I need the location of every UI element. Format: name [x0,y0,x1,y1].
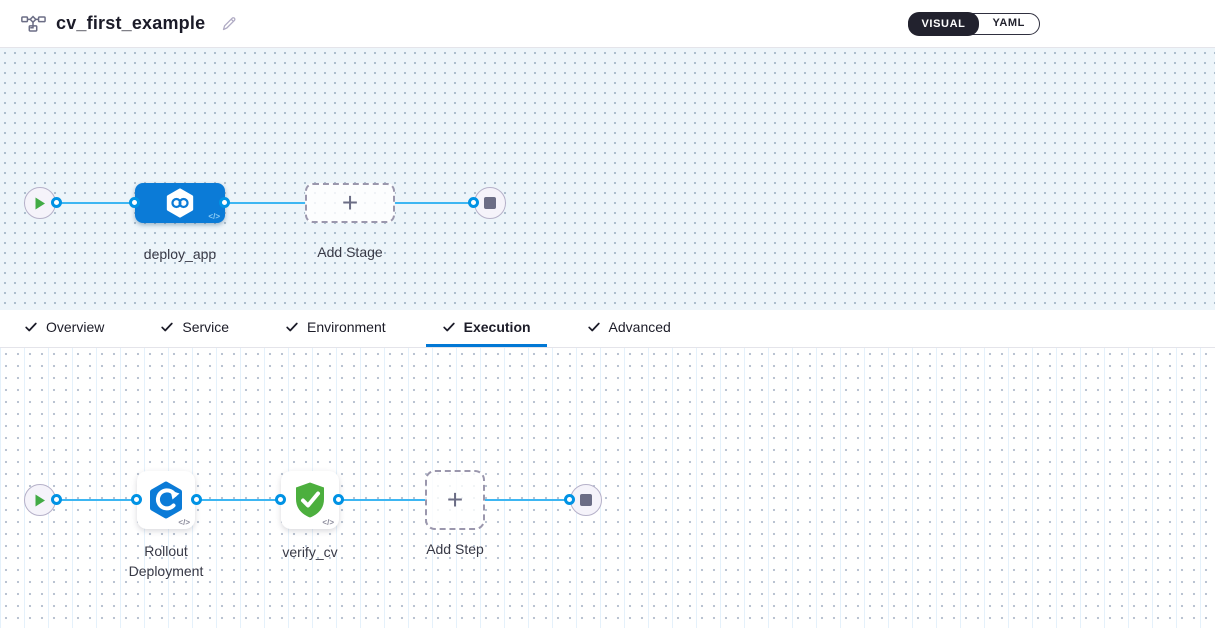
toggle-visual[interactable]: VISUAL [907,11,980,36]
step-label: Rollout Deployment [128,543,204,579]
toggle-yaml[interactable]: YAML [992,16,1025,29]
tab-execution[interactable]: Execution [425,310,547,347]
pipeline-end-node[interactable] [474,187,506,219]
connector-dot[interactable] [333,494,344,505]
execution-end-node[interactable] [570,484,602,516]
connector-dot[interactable] [468,197,479,208]
edit-pencil-icon[interactable] [221,15,238,32]
check-icon [587,320,601,334]
stop-icon [580,494,592,506]
connector-dot[interactable] [275,494,286,505]
visual-yaml-toggle: VISUAL YAML [907,11,1040,36]
tab-label: Overview [46,319,105,335]
pipeline-start-node[interactable] [24,187,56,219]
check-icon [285,320,299,334]
add-step-label: Add Step [426,541,484,557]
pipeline-header: cv_first_example VISUAL YAML [0,0,1215,48]
connector-line [56,202,135,204]
connector-dot[interactable] [51,197,62,208]
play-icon [35,494,45,506]
connector-line [225,202,305,204]
connector-dot[interactable] [219,197,230,208]
check-icon [442,320,456,334]
stage-config-tabbar: Overview Service Environment Execution A… [0,310,1215,348]
connector-dot[interactable] [191,494,202,505]
code-icon: </> [178,518,190,527]
connector-line [197,499,281,501]
code-icon: </> [322,518,334,527]
tab-label: Environment [307,319,386,335]
connector-line [485,499,570,501]
page-title: cv_first_example [56,13,206,33]
play-icon [35,197,45,209]
check-icon [160,320,174,334]
stage-node-deploy-app[interactable]: </> [135,183,225,223]
shield-check-icon [296,482,324,518]
pipeline-graph-icon [20,13,46,35]
code-icon: </> [208,212,220,221]
plus-icon: + [446,484,464,515]
connector-dot[interactable] [129,197,140,208]
step-node-rollout-deployment[interactable]: </> [137,471,195,529]
plus-icon: + [341,187,359,218]
tab-label: Advanced [608,319,671,335]
rollout-icon [150,481,182,519]
connector-dot[interactable] [131,494,142,505]
stop-icon [484,197,496,209]
add-stage-label: Add Stage [317,244,383,260]
step-label: verify_cv [282,544,338,560]
cd-infinity-hexagon-icon [166,188,194,218]
tab-advanced[interactable]: Advanced [571,310,687,347]
execution-canvas[interactable]: </> Rollout Deployment </> verify_cv + A… [0,348,1215,628]
connector-line [339,499,425,501]
tab-label: Service [182,319,230,335]
tab-overview[interactable]: Overview [8,310,120,347]
tab-environment[interactable]: Environment [269,310,402,347]
step-node-verify-cv[interactable]: </> [281,471,339,529]
tab-service[interactable]: Service [144,310,245,347]
check-icon [24,320,38,334]
tab-label: Execution [463,319,531,335]
stage-label: deploy_app [143,246,217,262]
add-stage-button[interactable]: + [305,183,395,223]
connector-dot[interactable] [51,494,62,505]
connector-dot[interactable] [564,494,575,505]
add-step-button[interactable]: + [425,470,485,530]
stage-canvas[interactable]: </> deploy_app + Add Stage [0,48,1215,310]
connector-line [56,499,137,501]
connector-line [395,202,474,204]
